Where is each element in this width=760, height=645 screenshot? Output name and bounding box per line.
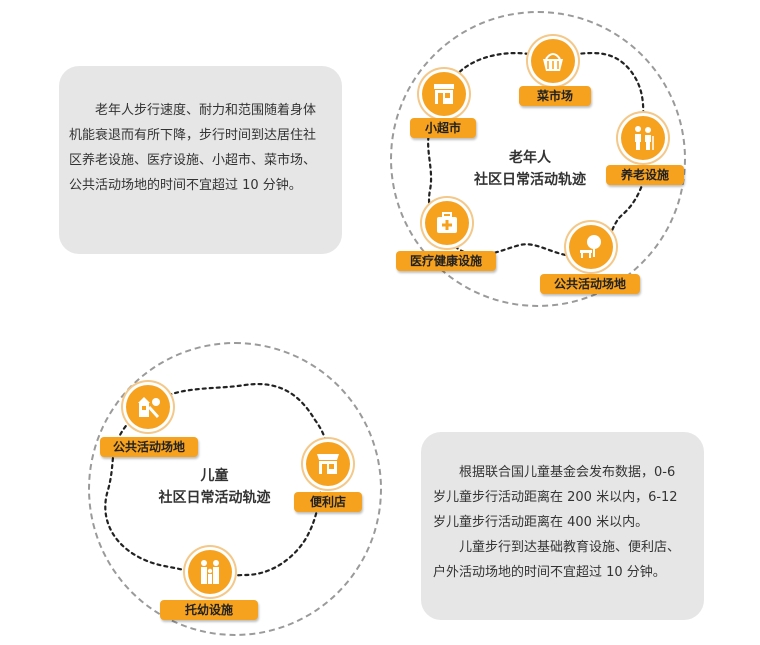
children-activity-ring	[88, 342, 382, 636]
elderly-couple-icon	[621, 116, 665, 160]
elderly-title-line2: 社区日常活动轨迹	[474, 172, 586, 188]
children-title-line2: 社区日常活动轨迹	[158, 490, 271, 506]
medical-kit-icon	[425, 201, 469, 245]
node-label-supermarket: 小超市	[410, 118, 476, 138]
node-label-elderly-public-space: 公共活动场地	[540, 274, 640, 294]
park-bench-icon	[569, 225, 613, 269]
node-label-children-public-space: 公共活动场地	[100, 437, 198, 457]
market-basket-icon	[531, 39, 575, 83]
elderly-activity-ring	[390, 11, 686, 307]
family-childcare-icon	[188, 550, 232, 594]
children-description-panel: 根据联合国儿童基金会发布数据，0-6 岁儿童步行活动距离在 200 米以内，6-…	[421, 432, 704, 620]
playground-icon	[126, 385, 170, 429]
node-label-childcare: 托幼设施	[160, 600, 258, 620]
children-trail	[104, 382, 330, 581]
elderly-description-panel: 老年人步行速度、耐力和范围随着身体机能衰退而有所下降，步行时间到达居住社区养老设…	[59, 66, 342, 254]
node-label-elderly-care: 养老设施	[606, 165, 684, 185]
node-label-convenience-store: 便利店	[294, 492, 362, 512]
node-label-medical: 医疗健康设施	[396, 251, 496, 271]
convenience-store-icon	[306, 442, 350, 486]
children-trail-title: 儿童 社区日常活动轨迹	[137, 465, 292, 509]
children-description-text-1: 根据联合国儿童基金会发布数据，0-6 岁儿童步行活动距离在 200 米以内，6-…	[433, 465, 678, 530]
elderly-title-line1: 老年人	[509, 150, 551, 166]
children-title-line1: 儿童	[200, 468, 229, 484]
supermarket-store-icon	[422, 72, 466, 116]
elderly-trail-title: 老年人 社区日常活动轨迹	[455, 147, 605, 191]
children-description-text-2: 儿童步行到达基础教育设施、便利店、户外活动场地的时间不宜超过 10 分钟。	[433, 540, 681, 580]
node-label-market: 菜市场	[519, 86, 591, 106]
elderly-description-text: 老年人步行速度、耐力和范围随着身体机能衰退而有所下降，步行时间到达居住社区养老设…	[69, 103, 317, 193]
